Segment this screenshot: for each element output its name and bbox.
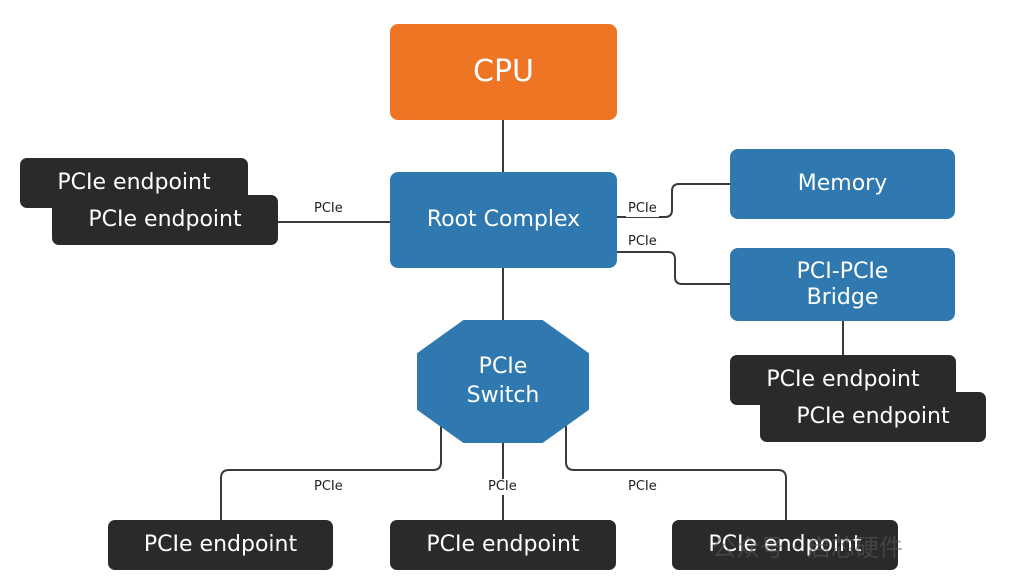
link-label-switch-right: PCIe <box>626 479 659 495</box>
cpu-box: CPU <box>390 24 617 120</box>
endpoint-label: PCIe endpoint <box>143 532 298 558</box>
wire-root-memory <box>617 183 730 218</box>
endpoint-label: PCIe endpoint <box>57 170 211 196</box>
endpoint-right-front: PCIe endpoint <box>760 392 986 442</box>
bridge-label-line2: Bridge <box>806 284 879 310</box>
switch-label-line1: PCIe <box>478 353 528 379</box>
root-complex-label: Root Complex <box>426 207 581 233</box>
wire-switch-right <box>565 423 787 520</box>
memory-box: Memory <box>730 149 955 219</box>
wire-root-bridge <box>617 251 730 285</box>
watermark: 公众号 · 启芯硬件 <box>712 534 903 562</box>
wire-switch-left <box>220 423 442 520</box>
link-label-switch-middle: PCIe <box>486 479 519 495</box>
pcie-switch: PCIe Switch <box>417 320 589 443</box>
endpoint-label: PCIe endpoint <box>766 367 920 393</box>
endpoint-label: PCIe endpoint <box>88 207 242 233</box>
endpoint-label: PCIe endpoint <box>426 532 580 558</box>
endpoint-left-front: PCIe endpoint <box>52 195 278 245</box>
link-label-bridge: PCIe <box>626 234 659 250</box>
pci-pcie-bridge-box: PCI-PCIe Bridge <box>730 248 955 321</box>
link-label-memory: PCIe <box>626 201 659 217</box>
endpoint-bottom-middle: PCIe endpoint <box>390 520 616 570</box>
cpu-label: CPU <box>473 53 534 89</box>
switch-label-line2: Switch <box>466 382 540 408</box>
endpoint-label: PCIe endpoint <box>796 404 950 430</box>
endpoint-label: PCIe endpoint <box>708 532 862 558</box>
endpoint-bottom-right: PCIe endpoint <box>672 520 898 570</box>
root-complex-box: Root Complex <box>390 172 617 268</box>
endpoint-bottom-left: PCIe endpoint <box>108 520 333 570</box>
memory-label: Memory <box>797 171 888 197</box>
link-label-left: PCIe <box>312 201 345 217</box>
link-label-switch-left: PCIe <box>312 479 345 495</box>
bridge-label-line1: PCI-PCIe <box>796 259 889 285</box>
